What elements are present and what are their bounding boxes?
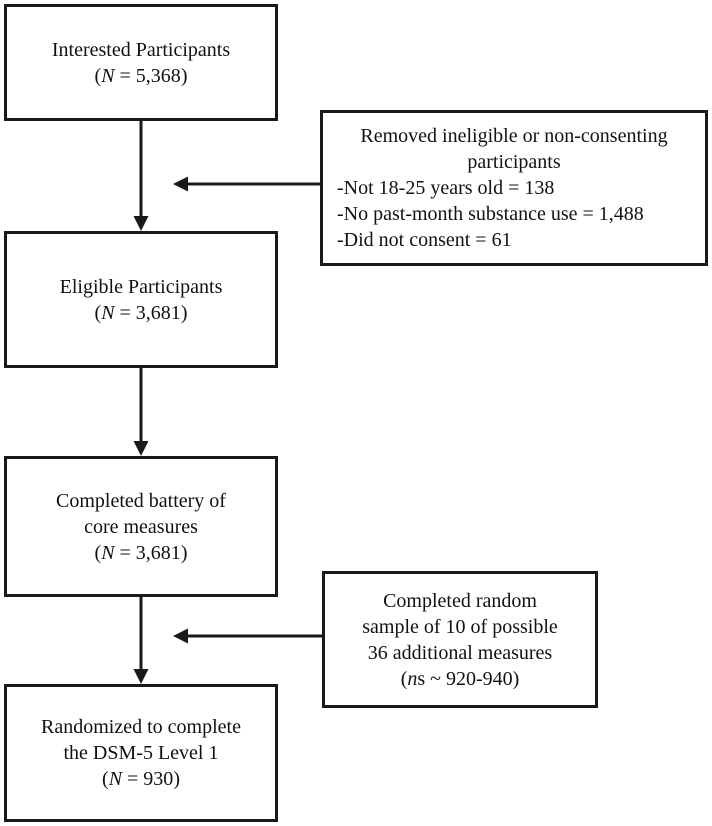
box-count: (N = 930) <box>102 768 180 790</box>
removed-item-consent: -Did not consent = 61 <box>337 229 512 251</box>
box-count: (N = 3,681) <box>94 541 188 564</box>
box-title-line1: Completed battery of <box>56 489 226 512</box>
box-count: (N = 3,681) <box>94 301 188 324</box>
box-interested-participants: Interested Participants (N = 5,368) <box>4 4 278 121</box>
sample-line3: 36 additional measures <box>367 641 553 664</box>
removed-item-age: -Not 18-25 years old = 138 <box>337 177 555 199</box>
sample-line1: Completed random <box>383 589 537 612</box>
removed-title-line2: participants <box>467 151 561 173</box>
box-random-sample-measures: Completed random sample of 10 of possibl… <box>322 571 598 708</box>
box-title-line2: the DSM-5 Level 1 <box>63 742 219 764</box>
box-removed-participants: Removed ineligible or non-consenting par… <box>320 110 708 266</box>
sample-count: (ns ~ 920-940) <box>400 667 520 690</box>
box-eligible-participants: Eligible Participants (N = 3,681) <box>4 231 278 368</box>
removed-title-line1: Removed ineligible or non-consenting <box>360 125 668 147</box>
box-title-line1: Randomized to complete <box>41 716 241 738</box>
box-title-line2: core measures <box>84 515 198 538</box>
box-randomized-dsm5: Randomized to complete the DSM-5 Level 1… <box>4 684 278 822</box>
box-core-measures: Completed battery of core measures (N = … <box>4 456 278 597</box>
box-title: Interested Participants <box>51 38 231 61</box>
removed-item-substance: -No past-month substance use = 1,488 <box>337 203 644 225</box>
box-count: (N = 5,368) <box>94 64 188 87</box>
sample-line2: sample of 10 of possible <box>362 615 558 638</box>
box-title: Eligible Participants <box>59 275 223 298</box>
